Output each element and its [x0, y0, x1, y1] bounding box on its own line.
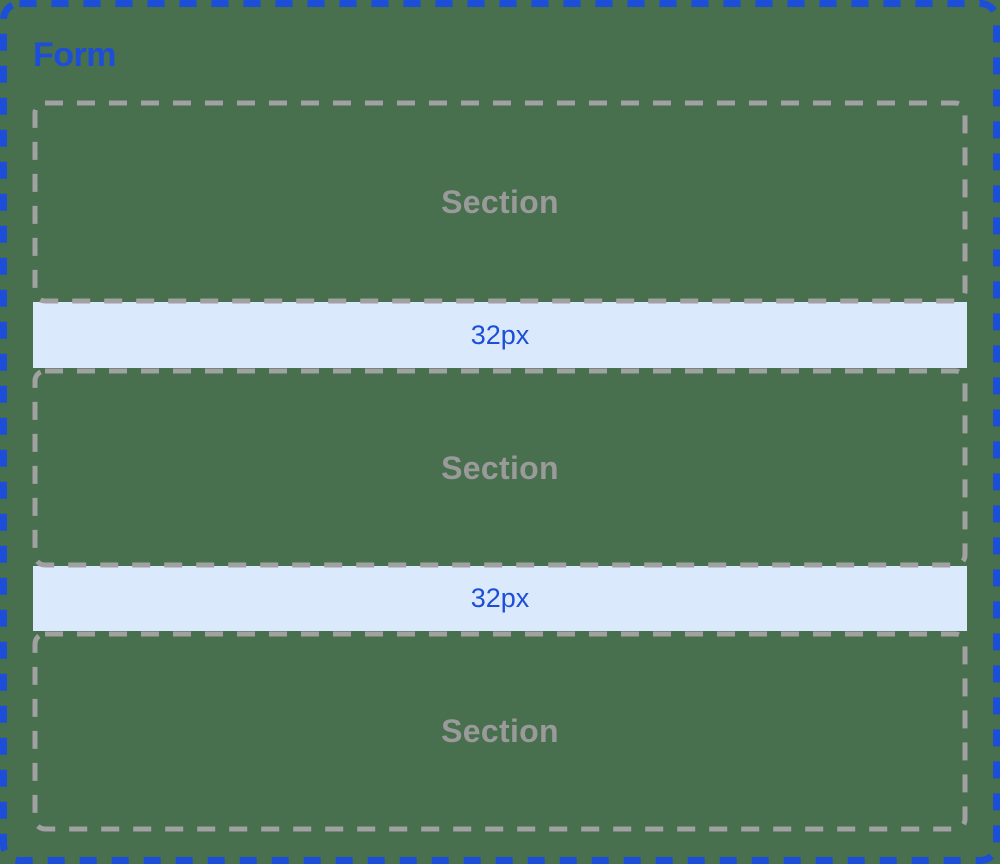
- section-label: Section: [441, 183, 559, 220]
- spacer-band-1: 32px: [33, 302, 967, 368]
- section-label: Section: [441, 713, 559, 749]
- spacer-band-2: 32px: [33, 566, 967, 631]
- section-box-1: Section: [35, 103, 965, 301]
- form-title-label: Form: [33, 36, 117, 74]
- spacer-size-label: 32px: [470, 583, 530, 613]
- section-label: Section: [441, 449, 559, 486]
- spacer-size-label: 32px: [470, 319, 530, 350]
- section-box-3: Section: [35, 634, 965, 829]
- section-box-2: Section: [35, 371, 965, 565]
